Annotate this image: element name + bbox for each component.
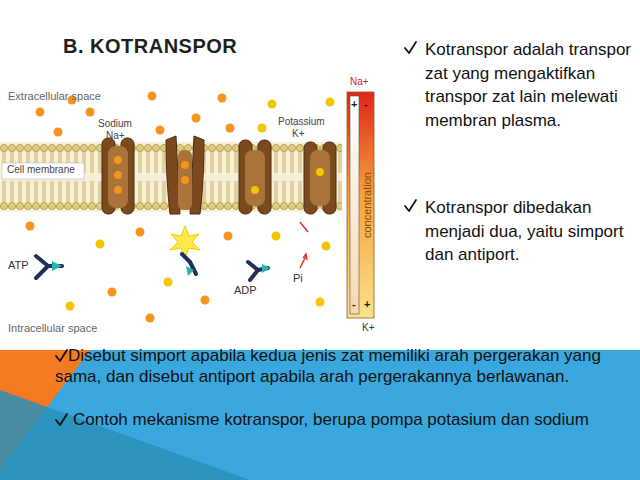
- teal-corner: [0, 390, 250, 480]
- arrow-head: [303, 254, 307, 260]
- charge-sign: +: [364, 298, 370, 310]
- ion-symbol: Na+: [350, 76, 369, 87]
- check-mark: [56, 414, 67, 425]
- charge-sign: +: [351, 98, 357, 110]
- check-mark: [405, 200, 416, 211]
- bullet-text: Kotranspor adalah transpor zat yang meng…: [425, 38, 637, 132]
- bullet-text: Kotranspor dibedakan menjadi dua, yaitu …: [425, 196, 637, 267]
- potassium-ions: [66, 98, 335, 311]
- molecule-label: Pi: [293, 272, 303, 284]
- energy-burst: [170, 226, 200, 258]
- part-label: Cell membrane: [7, 164, 75, 175]
- pump-protein: [102, 138, 134, 214]
- pump-protein: [239, 140, 271, 214]
- label-patch: [2, 163, 84, 179]
- concentration-bar: [347, 92, 374, 318]
- potassium-arrow: [300, 222, 308, 232]
- bullet-text: Contoh mekanisme kotranspor, berupa pomp…: [55, 410, 630, 431]
- charge-sign: -: [364, 98, 368, 110]
- ion-name: Potassium: [278, 116, 325, 127]
- charge-sign: -: [352, 298, 356, 310]
- check-mark: [405, 42, 416, 53]
- atp-symbol-bound: [182, 254, 196, 276]
- adp-symbol: [248, 262, 270, 280]
- molecule-label: ATP: [8, 259, 29, 271]
- check-mark: [56, 350, 67, 361]
- ion-symbol: K+: [362, 322, 375, 333]
- bullet-text: Disebut simport apabila kedua jenis zat …: [55, 346, 630, 387]
- concentration-inner: [350, 96, 359, 314]
- ion-name: Sodium: [98, 118, 132, 129]
- axis-label: concentration: [361, 172, 373, 238]
- ion-symbol: K+: [292, 128, 305, 139]
- atp-symbol: [36, 256, 62, 278]
- region-label: Extracellular space: [8, 90, 101, 102]
- slide-title: B. KOTRANSPOR: [63, 35, 237, 58]
- molecule-label: ADP: [234, 284, 257, 296]
- ion-symbol: Na+: [106, 130, 125, 141]
- region-label: Intracellular space: [8, 322, 97, 334]
- pump-protein: [304, 142, 336, 214]
- sodium-ions: [26, 92, 235, 323]
- pump-protein: [166, 136, 204, 214]
